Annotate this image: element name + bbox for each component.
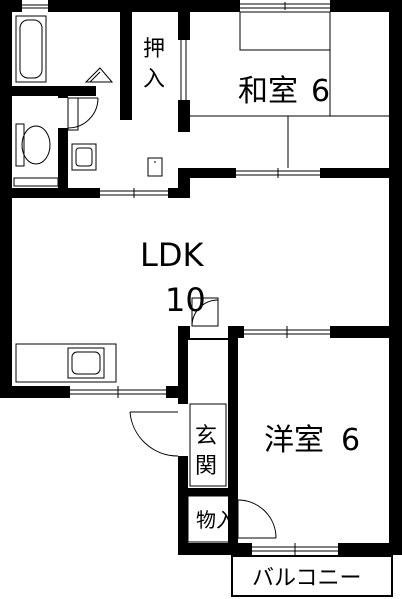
balcony-label: バルコニー: [252, 566, 362, 591]
yoshitsu-label: 洋室: [264, 423, 324, 458]
oshiire-label-2: 入: [143, 67, 165, 92]
genkan-outline: [187, 403, 237, 543]
tatami-lines: [190, 11, 389, 168]
toilet: [13, 123, 59, 187]
ldk-label: LDK: [140, 236, 204, 274]
wash-basin: [71, 143, 163, 177]
window-lines: [22, 2, 338, 555]
washitsu-label: 和室: [238, 74, 298, 109]
balcony: [231, 555, 393, 597]
kitchen-counter: [15, 343, 117, 383]
genkan-label-1: 玄: [195, 424, 217, 449]
washitsu-size: 6: [311, 74, 330, 109]
door-swings: [67, 97, 277, 539]
yoshitsu-size: 6: [341, 423, 360, 458]
bath-fixture: [84, 67, 114, 83]
genkan-label-2: 関: [195, 454, 217, 479]
bathtub: [15, 15, 47, 83]
oshiire-label-1: 押: [143, 37, 165, 62]
ldk-size: 10: [165, 281, 206, 319]
monoire-label: 物入: [196, 508, 236, 532]
